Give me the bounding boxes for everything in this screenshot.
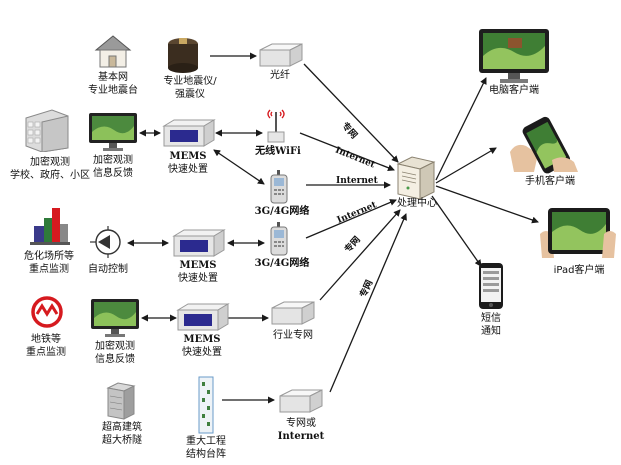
office-building-icon — [22, 108, 70, 153]
edge-3g2-center — [305, 199, 397, 239]
edge-label-internet-3g-1: Internet — [336, 176, 378, 186]
mems-device-icon — [162, 118, 216, 148]
label-auto-control: 自动控制 — [88, 264, 128, 275]
ipad-client-icon — [540, 204, 616, 260]
label-dense-feedback: 加密观测 — [93, 155, 133, 166]
seismometer-icon — [166, 36, 200, 74]
edge-private-center — [329, 213, 407, 393]
house-icon — [92, 34, 134, 68]
label-dense-observation: 加密观测 — [30, 157, 70, 168]
metro-logo-icon — [30, 296, 64, 328]
label-pro-seismometer: 专业地震仪/ — [163, 76, 217, 87]
monitor-icon-2 — [90, 298, 140, 338]
label-industry-network: 行业专网 — [273, 330, 313, 341]
label-fast-processing-3: 快速处置 — [182, 347, 222, 358]
pc-client-icon — [478, 28, 550, 84]
mems-device-icon-2 — [172, 228, 226, 258]
label-3g4g-network-1: 3G/4G网络 — [254, 206, 310, 217]
label-super-tall-building: 超高建筑 — [102, 422, 142, 433]
cellphone-3g-icon-1 — [268, 170, 290, 204]
server-tower-icon — [106, 382, 136, 420]
factory-icon — [28, 206, 70, 246]
label-dense-feedback-2: 加密观测 — [95, 341, 135, 352]
mems-device-icon-3 — [176, 302, 230, 332]
label-strong-motion: 强震仪 — [175, 89, 205, 100]
edge-center-sms — [431, 195, 482, 267]
label-super-bridge-tunnel: 超大桥隧 — [102, 435, 142, 446]
label-processing-center: 处理中心 — [397, 198, 437, 209]
label-key-monitoring-2: 重点监测 — [26, 347, 66, 358]
edge-industry-center — [319, 209, 401, 301]
label-structure-array: 结构台阵 — [186, 449, 226, 460]
label-major-project: 重大工程 — [186, 436, 226, 447]
edge-center-pc — [435, 77, 487, 181]
label-hazard-sites: 危化场所等 — [24, 251, 74, 262]
label-private-or: 专网或 — [286, 418, 316, 429]
label-info-feedback: 信息反馈 — [93, 168, 133, 179]
label-key-monitoring-1: 重点监测 — [29, 264, 69, 275]
label-3g4g-network-2: 3G/4G网络 — [254, 258, 310, 269]
structural-array-icon — [196, 376, 216, 434]
industry-router-icon — [270, 300, 316, 326]
cellphone-3g-icon-2 — [268, 222, 290, 256]
edge-center-ipad — [435, 185, 539, 224]
label-internet: Internet — [277, 431, 325, 442]
edge-fiber-center — [303, 63, 399, 163]
control-valve-icon — [88, 224, 128, 260]
label-fast-processing-2: 快速处置 — [178, 273, 218, 284]
edge-wifi-center — [299, 132, 395, 172]
label-schools-gov: 学校、政府、小区 — [10, 170, 90, 181]
label-mems-3: MEMS — [183, 334, 221, 345]
label-wifi: 无线WiFi — [255, 146, 301, 157]
label-phone-client: 手机客户端 — [525, 176, 575, 187]
private-router-icon — [278, 388, 324, 414]
wifi-antenna-icon — [264, 104, 288, 144]
monitor-icon — [88, 112, 138, 152]
label-metro: 地铁等 — [31, 334, 61, 345]
edge-mems-3g-1 — [213, 149, 265, 185]
label-mems-2: MEMS — [179, 260, 217, 271]
phone-client-icon — [508, 112, 580, 174]
fiber-router-icon — [258, 42, 304, 68]
label-notice: 通知 — [481, 326, 501, 337]
processing-center-server-icon — [396, 156, 436, 200]
label-fast-processing: 快速处置 — [168, 164, 208, 175]
label-ipad-client: iPad客户端 — [553, 265, 605, 276]
label-sms: 短信 — [481, 313, 501, 324]
edge-center-phone — [435, 147, 497, 184]
label-pc-client: 电脑客户端 — [489, 85, 539, 96]
label-fiber: 光纤 — [270, 70, 290, 81]
label-info-feedback-2: 信息反馈 — [95, 354, 135, 365]
label-base-network: 基本网 — [98, 72, 128, 83]
sms-phone-icon — [478, 262, 504, 310]
label-mems: MEMS — [169, 151, 207, 162]
label-pro-station: 专业地震台 — [88, 85, 138, 96]
